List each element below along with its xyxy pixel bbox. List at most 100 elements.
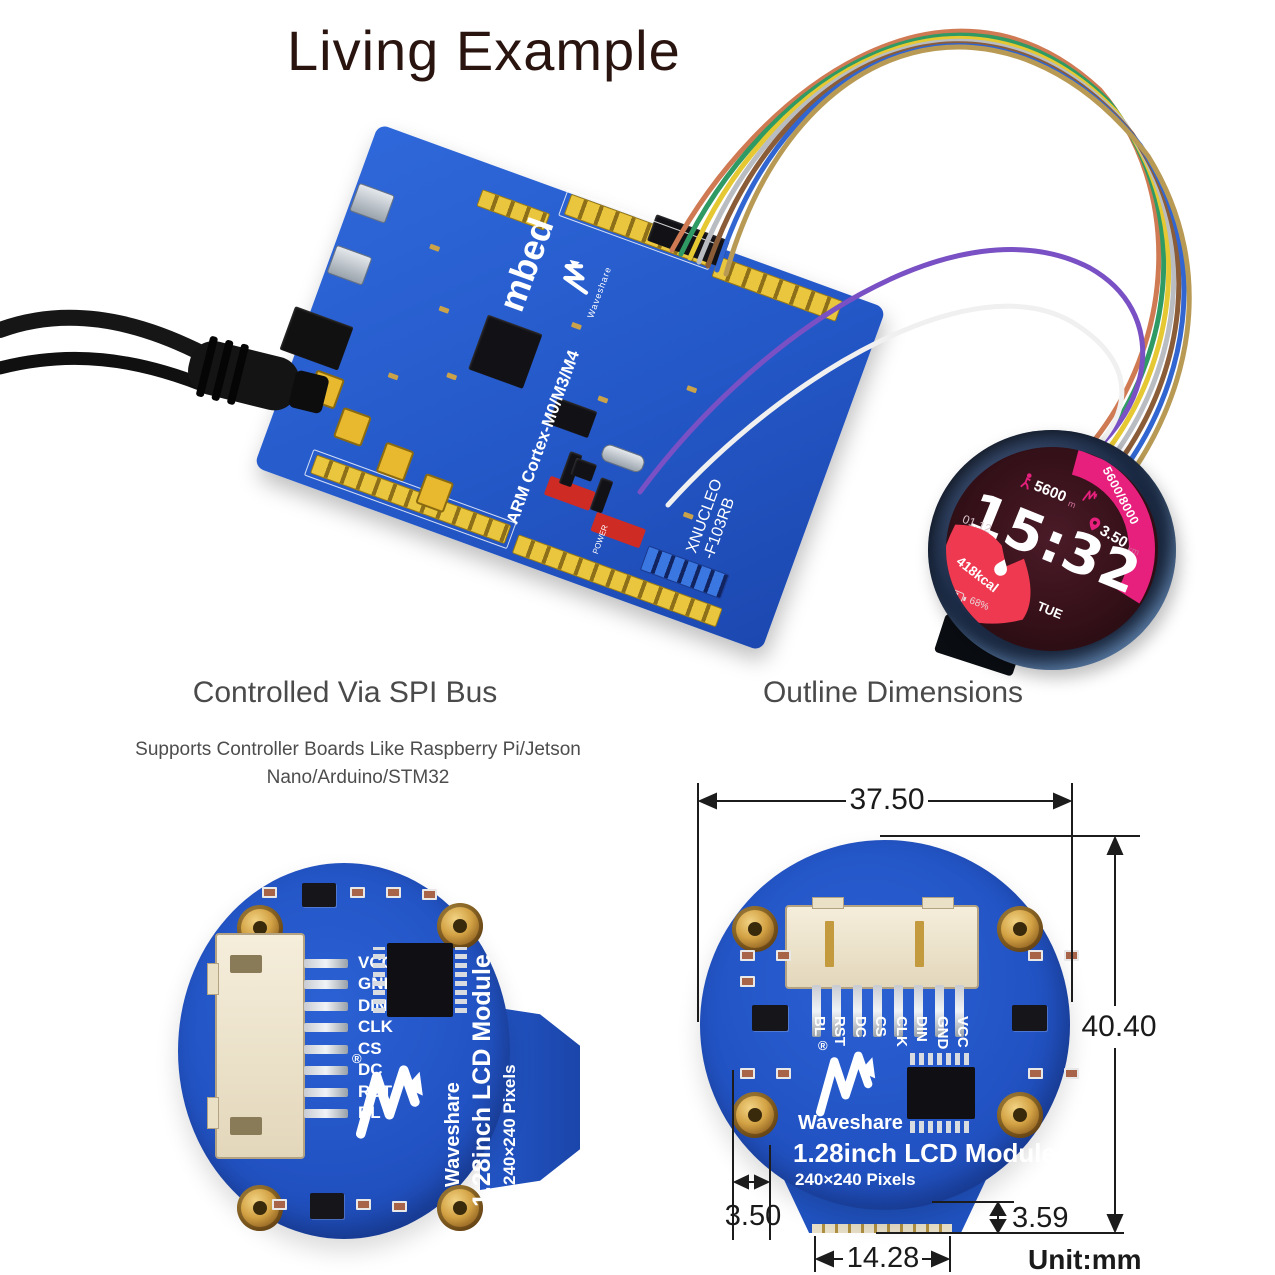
jst-connector <box>207 933 305 1159</box>
solder-pin <box>894 985 903 1037</box>
solder-pin <box>935 985 944 1037</box>
pin-label-gnd: GND <box>934 1016 951 1050</box>
goal-arc <box>949 447 1155 651</box>
lcd-module-back: VCC GND DIN CLK CS DC RST BL ® Waveshare… <box>160 855 590 1250</box>
lcd-screen: 5600/8000 5600 m 3.50 km 15:32 01.12 TUE <box>946 447 1158 651</box>
solder-pin <box>955 985 964 1037</box>
unit-label: Unit:mm <box>1028 1244 1142 1275</box>
lcd-module-dimensioned: BL RST DC CS CLK DIN GND VCC ® Waveshare… <box>660 820 1140 1240</box>
outline-heading: Outline Dimensions <box>762 676 1024 709</box>
solder-pin <box>304 1109 348 1118</box>
solder-pin <box>832 985 841 1037</box>
transistor-right <box>1012 1005 1047 1031</box>
module-resolution: 240×240 Pixels <box>500 1064 519 1185</box>
jumper-wire-orange <box>669 28 1162 451</box>
spi-subtext-line2: Nano/Arduino/STM32 <box>266 767 450 788</box>
wires-graphic <box>0 28 1192 508</box>
smd-pad <box>392 1201 407 1212</box>
calories-wedge <box>946 524 1031 624</box>
power-cable-2 <box>0 351 212 393</box>
pin-label-din: DIN <box>913 1016 930 1042</box>
spi-subtext: Supports Controller Boards Like Raspberr… <box>108 736 608 792</box>
mounting-screw <box>732 906 778 952</box>
connector-slot <box>230 955 262 973</box>
smd-pad <box>272 1199 287 1210</box>
smd-pad <box>1028 1068 1043 1079</box>
driver-ic <box>907 1067 975 1119</box>
module-name: 1.28inch LCD Module <box>793 1138 1056 1168</box>
module-brand: Waveshare <box>798 1112 903 1134</box>
connector-latch <box>207 1097 219 1129</box>
ic-pins-top <box>910 1053 972 1065</box>
mounting-screw <box>437 903 483 949</box>
solder-pin <box>304 1088 348 1097</box>
pin-label-cs: CS <box>872 1016 889 1037</box>
jumper-wire-purple <box>637 247 1146 495</box>
smd-pad <box>740 950 755 961</box>
transistor-top <box>302 883 336 907</box>
mounting-screw <box>997 1092 1043 1138</box>
jst-connector <box>785 897 979 989</box>
solder-pin <box>304 1045 348 1054</box>
solder-pin <box>304 1066 348 1075</box>
spi-subtext-line1: Supports Controller Boards Like Raspberr… <box>135 739 581 760</box>
steps-icon <box>1020 473 1032 490</box>
dim-width-label: 37.50 <box>849 783 925 816</box>
solder-pin <box>304 959 348 968</box>
spi-heading: Controlled Via SPI Bus <box>192 676 498 709</box>
solder-pin <box>853 985 862 1037</box>
jumper-wire-tan <box>723 44 1192 487</box>
dim-height-label: 40.40 <box>1081 1010 1157 1043</box>
mounting-screw <box>237 1185 283 1231</box>
distance-icon <box>1089 517 1101 531</box>
solder-pin <box>304 980 348 989</box>
pin-label-bl: BL <box>811 1016 828 1036</box>
ic-pins-bottom <box>910 1121 972 1133</box>
connector-latch <box>812 897 844 909</box>
ic-pins-right <box>455 947 467 1013</box>
smd-pad <box>350 887 365 898</box>
tab-contacts <box>812 1224 952 1233</box>
dim-tab-width-label: 14.28 <box>846 1242 920 1274</box>
connector-latch <box>207 963 219 995</box>
registered-mark: ® <box>818 1038 828 1053</box>
dim-hole-offset-label: 3.50 <box>724 1200 782 1232</box>
dc-plug <box>188 336 329 414</box>
connector-latch <box>922 897 954 909</box>
module-logo-icon <box>356 1063 426 1141</box>
transistor-left <box>752 1005 788 1031</box>
smd-pad <box>386 887 401 898</box>
smd-pad <box>1028 950 1043 961</box>
solder-pin <box>914 985 923 1037</box>
page-title: Living Example <box>287 19 681 82</box>
smd-pad <box>1064 1068 1079 1079</box>
connector-key <box>915 921 924 967</box>
watch-face: 5600/8000 5600 m 3.50 km 15:32 01.12 TUE <box>946 447 1158 651</box>
battery-icon <box>947 588 967 603</box>
pin-label-dc: DC <box>852 1016 869 1038</box>
pin-label-cs: CS <box>358 1039 382 1058</box>
pin-label-clk: CLK <box>893 1016 910 1047</box>
smd-pad <box>776 1068 791 1079</box>
solder-pin <box>304 1023 348 1032</box>
solder-pin <box>812 985 821 1037</box>
jumper-wire-white <box>665 303 1125 508</box>
smd-pad <box>422 889 437 900</box>
smd-pad <box>1064 950 1079 961</box>
registered-mark: ® <box>352 1051 362 1066</box>
smd-pad <box>740 1068 755 1079</box>
smd-pad <box>776 950 791 961</box>
connector-key <box>825 921 834 967</box>
smd-pad <box>356 1199 371 1210</box>
solder-pin <box>873 985 882 1037</box>
connector-slot <box>230 1117 262 1135</box>
smd-pad <box>740 976 755 987</box>
pin-label-rst: RST <box>831 1016 848 1046</box>
module-name: 1.28inch LCD Module <box>468 954 496 1207</box>
pin-label-clk: CLK <box>358 1017 393 1036</box>
mounting-screw <box>997 906 1043 952</box>
solder-pin <box>304 1002 348 1011</box>
transistor-bottom <box>310 1193 344 1219</box>
dim-tab-height-label: 3.59 <box>1012 1202 1069 1234</box>
